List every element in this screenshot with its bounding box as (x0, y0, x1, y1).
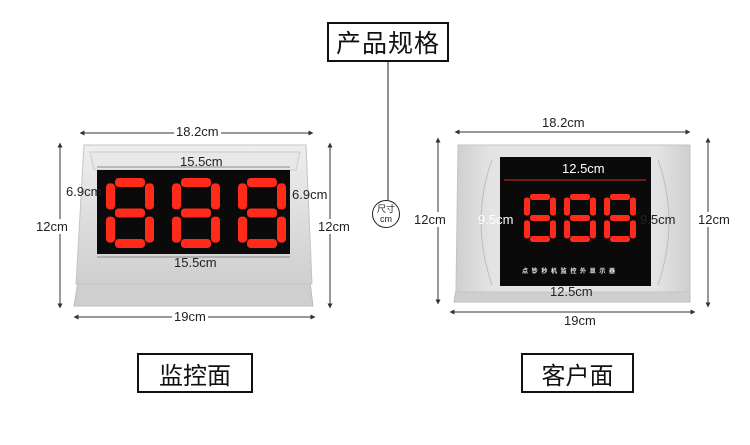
segment (181, 208, 211, 218)
left-screen-width-bottom-label: 15.5cm (174, 255, 217, 270)
segment (530, 236, 550, 242)
segment (524, 220, 530, 239)
right-width-top-label: 18.2cm (540, 115, 587, 130)
left-screen-width-top-label: 15.5cm (180, 154, 223, 169)
segment (247, 208, 277, 218)
segment (604, 197, 610, 216)
segment (145, 183, 154, 210)
segment (181, 178, 211, 187)
right-screen-footer-text: 点 钞 秒 机 监 控 外 显 示 器 (522, 269, 617, 275)
segment (277, 216, 286, 243)
segment (550, 197, 556, 216)
segment (530, 215, 550, 221)
segment (610, 215, 630, 221)
left-screen-height-right-label: 6.9cm (292, 187, 328, 202)
left-width-bottom-label: 19cm (172, 309, 208, 324)
page-title: 产品规格 (327, 22, 449, 62)
right-width-bottom-label: 19cm (562, 313, 598, 328)
right-device (453, 144, 691, 303)
segment (630, 220, 636, 239)
segment (211, 183, 220, 210)
digit-2 (238, 178, 286, 248)
segment (610, 194, 630, 200)
left-seven-segment-display (106, 178, 286, 248)
unit-badge-line2: cm (380, 214, 392, 224)
segment (115, 239, 145, 248)
right-device-caption: 客户面 (521, 353, 634, 393)
left-height-left-label: 12cm (34, 219, 70, 234)
segment (604, 220, 610, 239)
right-screen-height-left-label: 9.5cm (478, 212, 514, 227)
segment (564, 220, 570, 239)
segment (590, 197, 596, 216)
segment (630, 197, 636, 216)
digit-0 (106, 178, 154, 248)
digit-0 (524, 194, 556, 242)
segment (115, 178, 145, 187)
segment (106, 216, 115, 243)
right-height-left-label: 12cm (412, 212, 448, 227)
segment (277, 183, 286, 210)
right-seven-segment-display (524, 194, 636, 242)
segment (247, 178, 277, 187)
segment (211, 216, 220, 243)
segment (530, 194, 550, 200)
right-screen-width-top-label: 12.5cm (562, 161, 605, 176)
digit-1 (172, 178, 220, 248)
left-screen-height-left-label: 6.9cm (66, 184, 102, 199)
left-device-caption: 监控面 (137, 353, 253, 393)
segment (590, 220, 596, 239)
segment (570, 215, 590, 221)
segment (145, 216, 154, 243)
right-screen-width-bottom-label: 12.5cm (550, 284, 593, 299)
segment (181, 239, 211, 248)
segment (564, 197, 570, 216)
digit-2 (604, 194, 636, 242)
right-screen-height-right-label: 9.5cm (640, 212, 676, 227)
digit-1 (564, 194, 596, 242)
segment (570, 194, 590, 200)
segment (238, 183, 247, 210)
segment (550, 220, 556, 239)
segment (172, 216, 181, 243)
left-device-base (73, 281, 314, 307)
left-height-right-label: 12cm (316, 219, 352, 234)
unit-badge-line1: 尺寸 (376, 204, 395, 214)
segment (610, 236, 630, 242)
unit-badge: 尺寸 cm (372, 200, 400, 228)
left-width-top-label: 18.2cm (174, 124, 221, 139)
segment (172, 183, 181, 210)
segment (115, 208, 145, 218)
left-device (73, 144, 314, 307)
segment (247, 239, 277, 248)
right-height-right-label: 12cm (696, 212, 732, 227)
segment (106, 183, 115, 210)
segment (524, 197, 530, 216)
segment (238, 216, 247, 243)
segment (570, 236, 590, 242)
